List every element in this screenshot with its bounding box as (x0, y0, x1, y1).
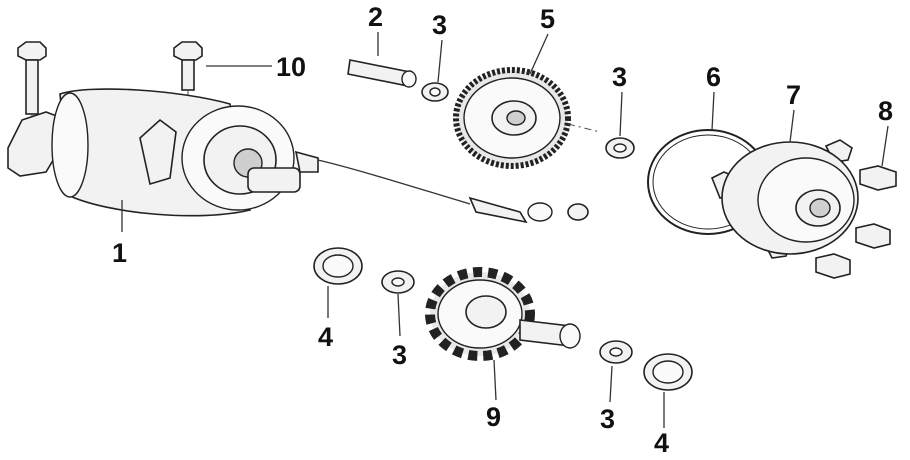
idler-gear (425, 267, 581, 361)
mounting-bolt-left (17, 41, 47, 135)
callout-pin: 2 (368, 2, 383, 32)
callout-washer-idler-left: 3 (392, 340, 407, 370)
leader-lines (121, 32, 889, 428)
callout-gear-large: 5 (540, 4, 555, 34)
callout-cover: 7 (786, 80, 801, 110)
callout-washer-pin: 3 (432, 10, 447, 40)
starter-cable (317, 159, 589, 224)
callout-starter-motor: 1 (112, 238, 127, 268)
cover-bolts (815, 165, 897, 279)
starter-cover (710, 139, 859, 259)
callout-bearing-left: 4 (318, 322, 333, 352)
callout-gasket: 6 (706, 62, 721, 92)
callout-washer-gear: 3 (612, 62, 627, 92)
washer-pin (421, 82, 449, 102)
callout-idler-gear: 9 (486, 402, 501, 432)
starter-motor (7, 88, 319, 217)
dowel-pin (347, 59, 417, 88)
needle-bearing-right (643, 353, 693, 391)
washer-idler-left (381, 270, 415, 294)
needle-bearing-left (313, 247, 363, 285)
callout-bolt-cover: 8 (878, 96, 893, 126)
washer-gear (605, 137, 635, 159)
callout-washer-idler-right: 3 (600, 404, 615, 434)
washer-idler-right (599, 340, 633, 364)
reduction-gear (453, 67, 601, 169)
callout-bolts-motor: 10 (276, 52, 306, 82)
callout-bearing-right: 4 (654, 428, 669, 458)
